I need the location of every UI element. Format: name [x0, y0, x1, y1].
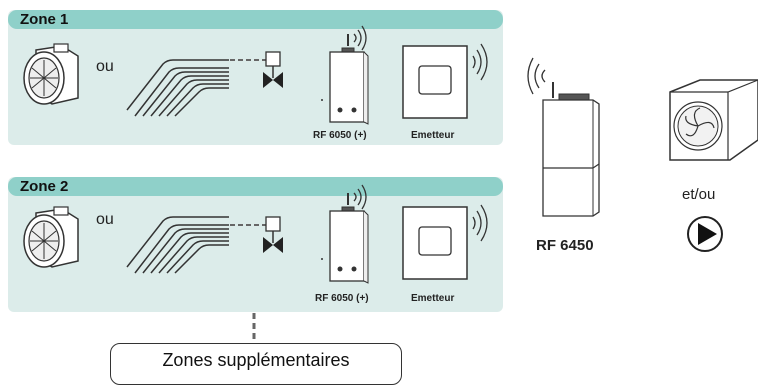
zone-2-emitter-label: Emetteur	[411, 293, 455, 304]
zone-1-or-text: ou	[96, 58, 114, 75]
receiver-rf6050-icon	[321, 25, 369, 125]
damper-icon	[23, 43, 79, 105]
additional-zones-box: Zones supplémentaires	[110, 343, 402, 385]
heat-source-or-text: et/ou	[682, 186, 716, 203]
zone-2-or-text: ou	[96, 211, 114, 228]
additional-zones-dashed-link	[252, 313, 256, 343]
emitter-thermostat-icon	[402, 43, 488, 119]
valve-actuator-icon	[230, 51, 283, 88]
floor-heating-coil-icon	[126, 59, 229, 117]
zone-1-receiver-label: RF 6050 (+)	[313, 130, 367, 141]
zone-1-header: Zone 1	[8, 10, 503, 29]
zone-1-panel: Zone 1 ou RF 6050 (+)	[8, 10, 503, 145]
floor-heating-coil-icon	[126, 216, 229, 274]
receiver-rf6050-icon	[321, 184, 369, 284]
zone-2-receiver-label: RF 6050 (+)	[315, 293, 369, 304]
additional-zones-label: Zones supplémentaires	[162, 350, 350, 370]
damper-icon	[23, 206, 79, 268]
circulation-pump-icon	[687, 216, 723, 252]
central-unit-label: RF 6450	[536, 237, 594, 254]
valve-actuator-icon	[230, 216, 283, 253]
heat-pump-outdoor-unit-icon	[669, 79, 758, 161]
zone-2-title: Zone 2	[20, 178, 69, 195]
emitter-thermostat-icon	[402, 204, 488, 280]
zone-2-panel: Zone 2 ou RF 6050 (+)	[8, 177, 503, 312]
zone-1-title: Zone 1	[20, 11, 69, 28]
central-unit-rf6450-icon	[527, 57, 600, 217]
zone-1-emitter-label: Emetteur	[411, 130, 455, 141]
zone-2-header: Zone 2	[8, 177, 503, 196]
